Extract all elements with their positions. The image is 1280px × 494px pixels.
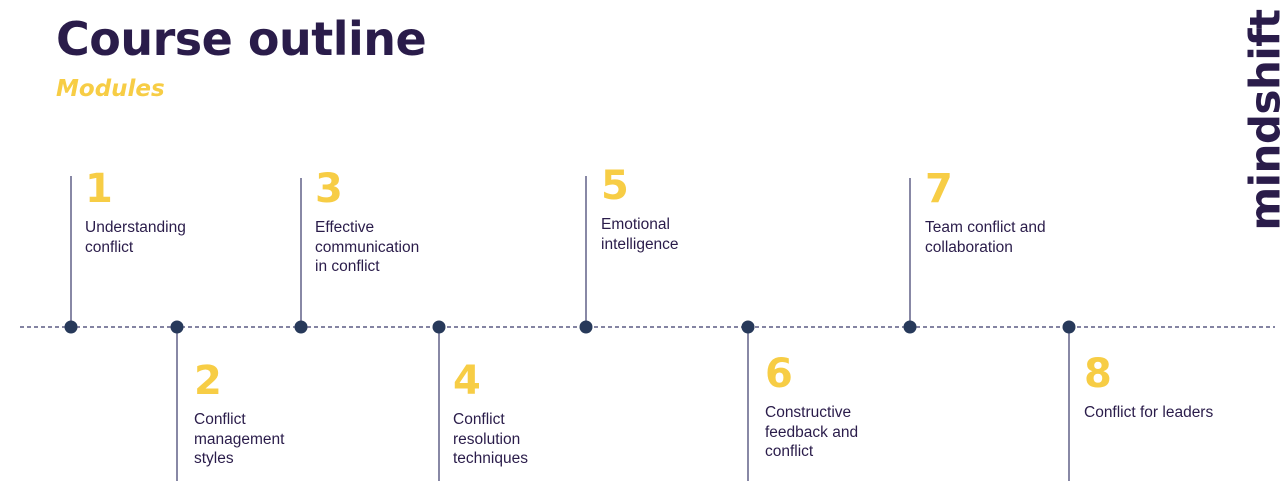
module-8-dot	[1062, 320, 1076, 334]
module-number: 7	[925, 166, 953, 212]
page-subtitle: Modules	[56, 76, 165, 102]
module-number: 1	[85, 166, 113, 212]
module-number: 5	[601, 163, 629, 209]
module-number: 8	[1084, 351, 1112, 397]
module-1-dot	[64, 320, 78, 334]
module-number: 4	[453, 358, 481, 404]
module-number: 2	[194, 358, 222, 404]
module-7-dot	[903, 320, 917, 334]
module-3-dot	[294, 320, 308, 334]
module-2-dot	[170, 320, 184, 334]
module-4-dot	[432, 320, 446, 334]
module-label: Conflict for leaders	[1084, 404, 1214, 421]
page-title: Course outline	[56, 12, 427, 66]
module-8: 8 Conflict for leaders	[1084, 353, 1213, 423]
module-number: 6	[765, 351, 793, 397]
module-6-dot	[741, 320, 755, 334]
module-number: 3	[315, 166, 343, 212]
module-5-dot	[579, 320, 593, 334]
